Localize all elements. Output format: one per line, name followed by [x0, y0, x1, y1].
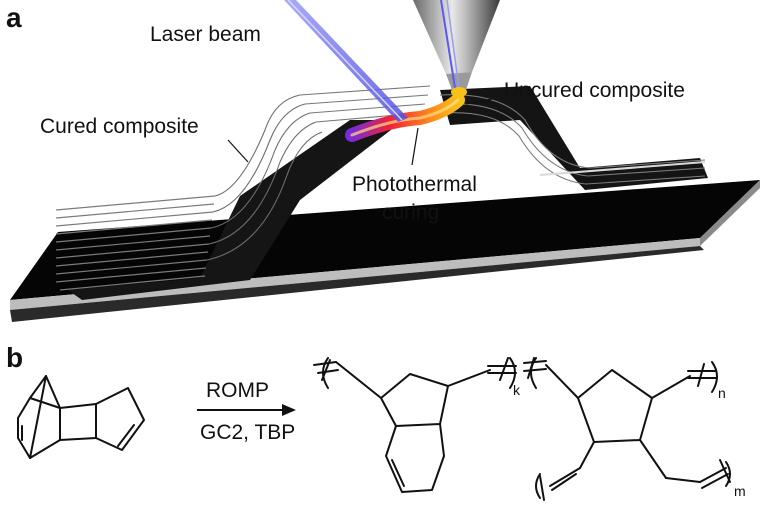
- subscript-k: k: [513, 382, 520, 398]
- nozzle-icon: [413, 0, 500, 97]
- subscript-m: m: [734, 483, 746, 499]
- substrate-plate: [10, 180, 760, 322]
- laser-beam-icon: [284, 0, 408, 122]
- repeat-brackets: [322, 357, 731, 499]
- label-photothermal: Photothermal: [352, 173, 477, 196]
- leader-photothermal: [411, 127, 419, 166]
- photothermal-curing-zone: [345, 93, 465, 142]
- label-romp: ROMP: [206, 379, 269, 402]
- dicyclopentadiene-structure: [17, 375, 145, 459]
- panel-label-a: a: [6, 2, 22, 33]
- label-cured-composite: Cured composite: [40, 115, 199, 138]
- leader-uncured: [465, 98, 493, 105]
- panel-label-b: b: [6, 342, 24, 373]
- subscript-n: n: [718, 385, 726, 401]
- reaction-arrow-icon: [197, 404, 296, 416]
- label-uncured-composite: Uncured composite: [504, 79, 685, 102]
- label-curing: curing: [382, 201, 440, 224]
- label-laser-beam: Laser beam: [150, 23, 261, 46]
- callout-leaders: [227, 98, 493, 166]
- leader-cured: [227, 139, 249, 163]
- label-catalyst: GC2, TBP: [200, 421, 296, 444]
- cured-composite-ribs: [55, 85, 708, 300]
- polymer-unit-n-m: [523, 357, 731, 501]
- polymer-unit-k: [313, 357, 517, 493]
